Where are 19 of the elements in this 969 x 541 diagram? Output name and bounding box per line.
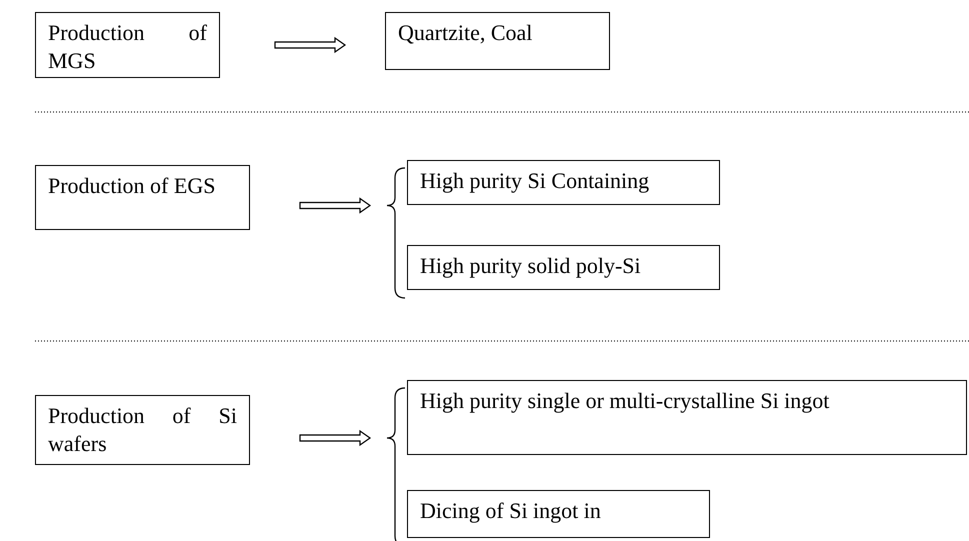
process-box [35,12,220,78]
process-box [407,490,710,538]
process-box [35,165,250,230]
box-text: Quartzite, Coal [398,19,534,46]
hollow-arrow [299,430,372,446]
hollow-arrow [299,197,372,214]
process-box [35,395,250,465]
process-box [407,380,967,455]
box-text: High purity Si Containing [420,167,650,194]
box-text: Production of EGS [48,172,216,200]
box-text: Production of Si wafers [48,402,237,457]
box-text: High purity single or multi-crystalline Si ingot [420,387,830,414]
process-box [385,12,610,70]
process-box [407,245,720,290]
box-text: High purity solid poly-Si [420,252,642,280]
hollow-arrow [274,36,346,54]
box-text: Dicing of Si ingot in [420,497,602,524]
process-box [407,160,720,205]
box-text: Production of MGS [48,19,207,74]
